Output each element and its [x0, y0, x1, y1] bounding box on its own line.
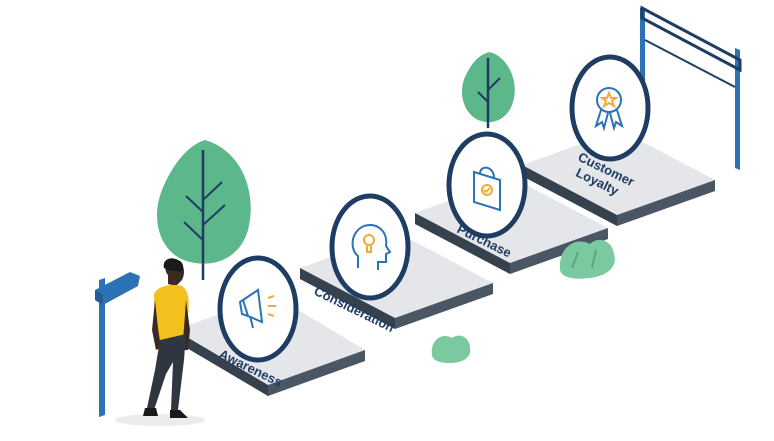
shrub-large — [559, 239, 615, 279]
head-lightbulb-icon — [351, 224, 392, 270]
award-ribbon-icon — [594, 87, 624, 132]
person-walking — [143, 258, 190, 418]
ground-shadow — [115, 414, 205, 426]
signpost — [95, 272, 140, 417]
tree-left — [157, 140, 251, 280]
stage-badge-consideration — [329, 193, 411, 301]
stage-badge-purchase — [446, 131, 528, 239]
finish-gate — [640, 5, 742, 170]
shrub-small — [431, 335, 471, 363]
shopping-bag-icon — [473, 166, 501, 212]
stage-badge-awareness — [217, 255, 299, 363]
tree-right — [462, 52, 515, 128]
megaphone-icon — [238, 288, 276, 329]
platform-customer-loyalty — [522, 130, 715, 226]
stage-badge-customer-loyalty — [569, 54, 651, 162]
